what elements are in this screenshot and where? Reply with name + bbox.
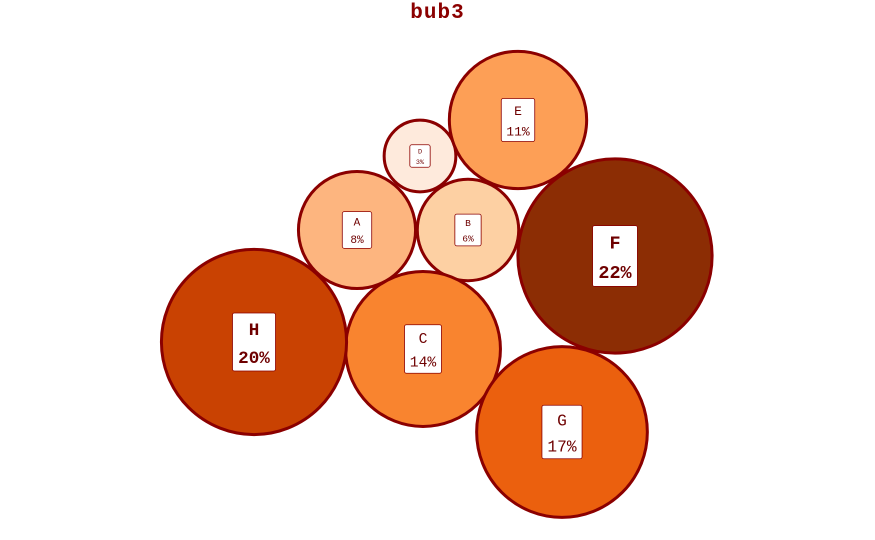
bubble-label: H <box>249 321 260 341</box>
bubble-value-label: 17% <box>547 438 576 456</box>
bubble-b: B 6% <box>415 177 521 283</box>
bubble-label-box <box>404 324 442 374</box>
bubbles-layer: A 8% B 6% C 14% D 3% E 11% F 22% G 17% H 20% <box>159 49 714 519</box>
bubble-value-label: 11% <box>506 124 530 139</box>
bubble-g: G 17% <box>475 345 649 519</box>
bubble-label: B <box>465 218 471 229</box>
bubble-value-label: 22% <box>598 263 632 284</box>
bubble-value-label: 20% <box>238 349 270 369</box>
chart-title: bub3 <box>410 2 465 25</box>
bubble-value-label: 6% <box>462 233 474 244</box>
bubble-h: H 20% <box>159 247 349 437</box>
bubble-a: A 8% <box>296 169 418 291</box>
bubble-value-label: 3% <box>416 159 425 167</box>
bubble-e: E 11% <box>447 49 589 191</box>
bubble-f: F 22% <box>516 157 714 355</box>
bubble-label-box <box>592 225 638 287</box>
bubble-label: A <box>354 218 361 230</box>
bubble-c: C 14% <box>344 270 502 428</box>
bubble-label-box <box>500 98 536 142</box>
bubble-label: D <box>418 148 422 156</box>
bubble-value-label: 14% <box>410 355 437 371</box>
bubble-label: E <box>514 104 522 119</box>
bubble-label: F <box>609 234 620 255</box>
bubble-value-label: 8% <box>350 235 364 247</box>
bubble-label-box <box>454 213 482 247</box>
bubble-d: D 3% <box>382 118 458 194</box>
bubble-label-box <box>409 144 431 168</box>
bubble-label-box <box>541 404 583 460</box>
bubble-label: G <box>557 413 567 431</box>
bubble-label: C <box>419 332 428 348</box>
bubble-label-box <box>341 211 373 249</box>
bubble-label-box <box>232 312 276 372</box>
